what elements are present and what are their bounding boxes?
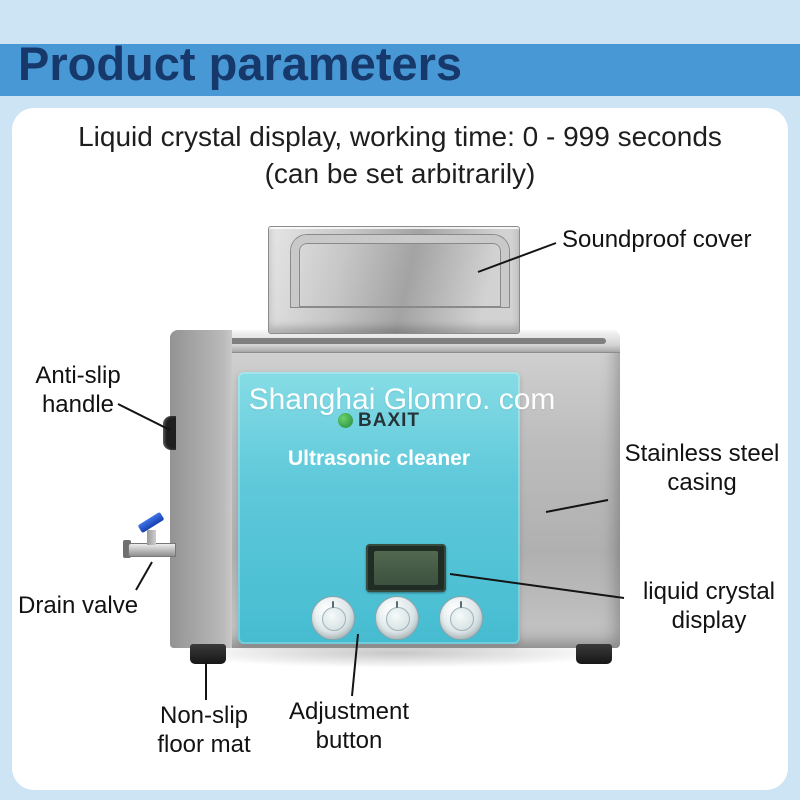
watermark-text: Shanghai Glomro. com (248, 383, 556, 416)
panel-title: Ultrasonic cleaner (287, 447, 471, 470)
brand-name: BAXIT (358, 410, 420, 431)
adjustment-knob-3 (439, 596, 483, 640)
callout-anti-slip-handle: Anti-slip handle (35, 362, 121, 418)
subtitle-line-2: (can be set arbitrarily) (264, 158, 536, 189)
brand-logo: BAXIT (238, 410, 520, 432)
brand-icon (338, 413, 353, 428)
anti-slip-handle (163, 416, 176, 450)
lcd-display (366, 544, 446, 592)
callout-adjustment-button: Adjustment button (288, 698, 410, 754)
header-band (0, 44, 800, 96)
callout-non-slip-floor-mat: Non-slip floor mat (157, 702, 251, 758)
page-title: Product parameters (18, 37, 463, 90)
drain-pipe-cap (123, 540, 131, 558)
callout-drain-valve: Drain valve (18, 592, 139, 619)
right-foot (576, 644, 612, 664)
left-side-face (170, 330, 232, 648)
cover-handle (291, 235, 509, 307)
drain-pipe (128, 543, 176, 557)
tank-opening-line (184, 338, 606, 344)
adjustment-knob-1 (311, 596, 355, 640)
callout-soundproof-cover: Soundproof cover (562, 226, 752, 253)
soundproof-cover (268, 226, 520, 334)
lcd-screen (374, 551, 438, 585)
left-foot (190, 644, 226, 664)
callout-liquid-crystal-display: liquid crystal display (642, 578, 776, 634)
callout-stainless-steel-casing: Stainless steel casing (624, 440, 780, 496)
adjustment-knob-2 (375, 596, 419, 640)
subtitle-line-1: Liquid crystal display, working time: 0 … (78, 121, 722, 152)
drain-valve-stem (147, 530, 156, 545)
